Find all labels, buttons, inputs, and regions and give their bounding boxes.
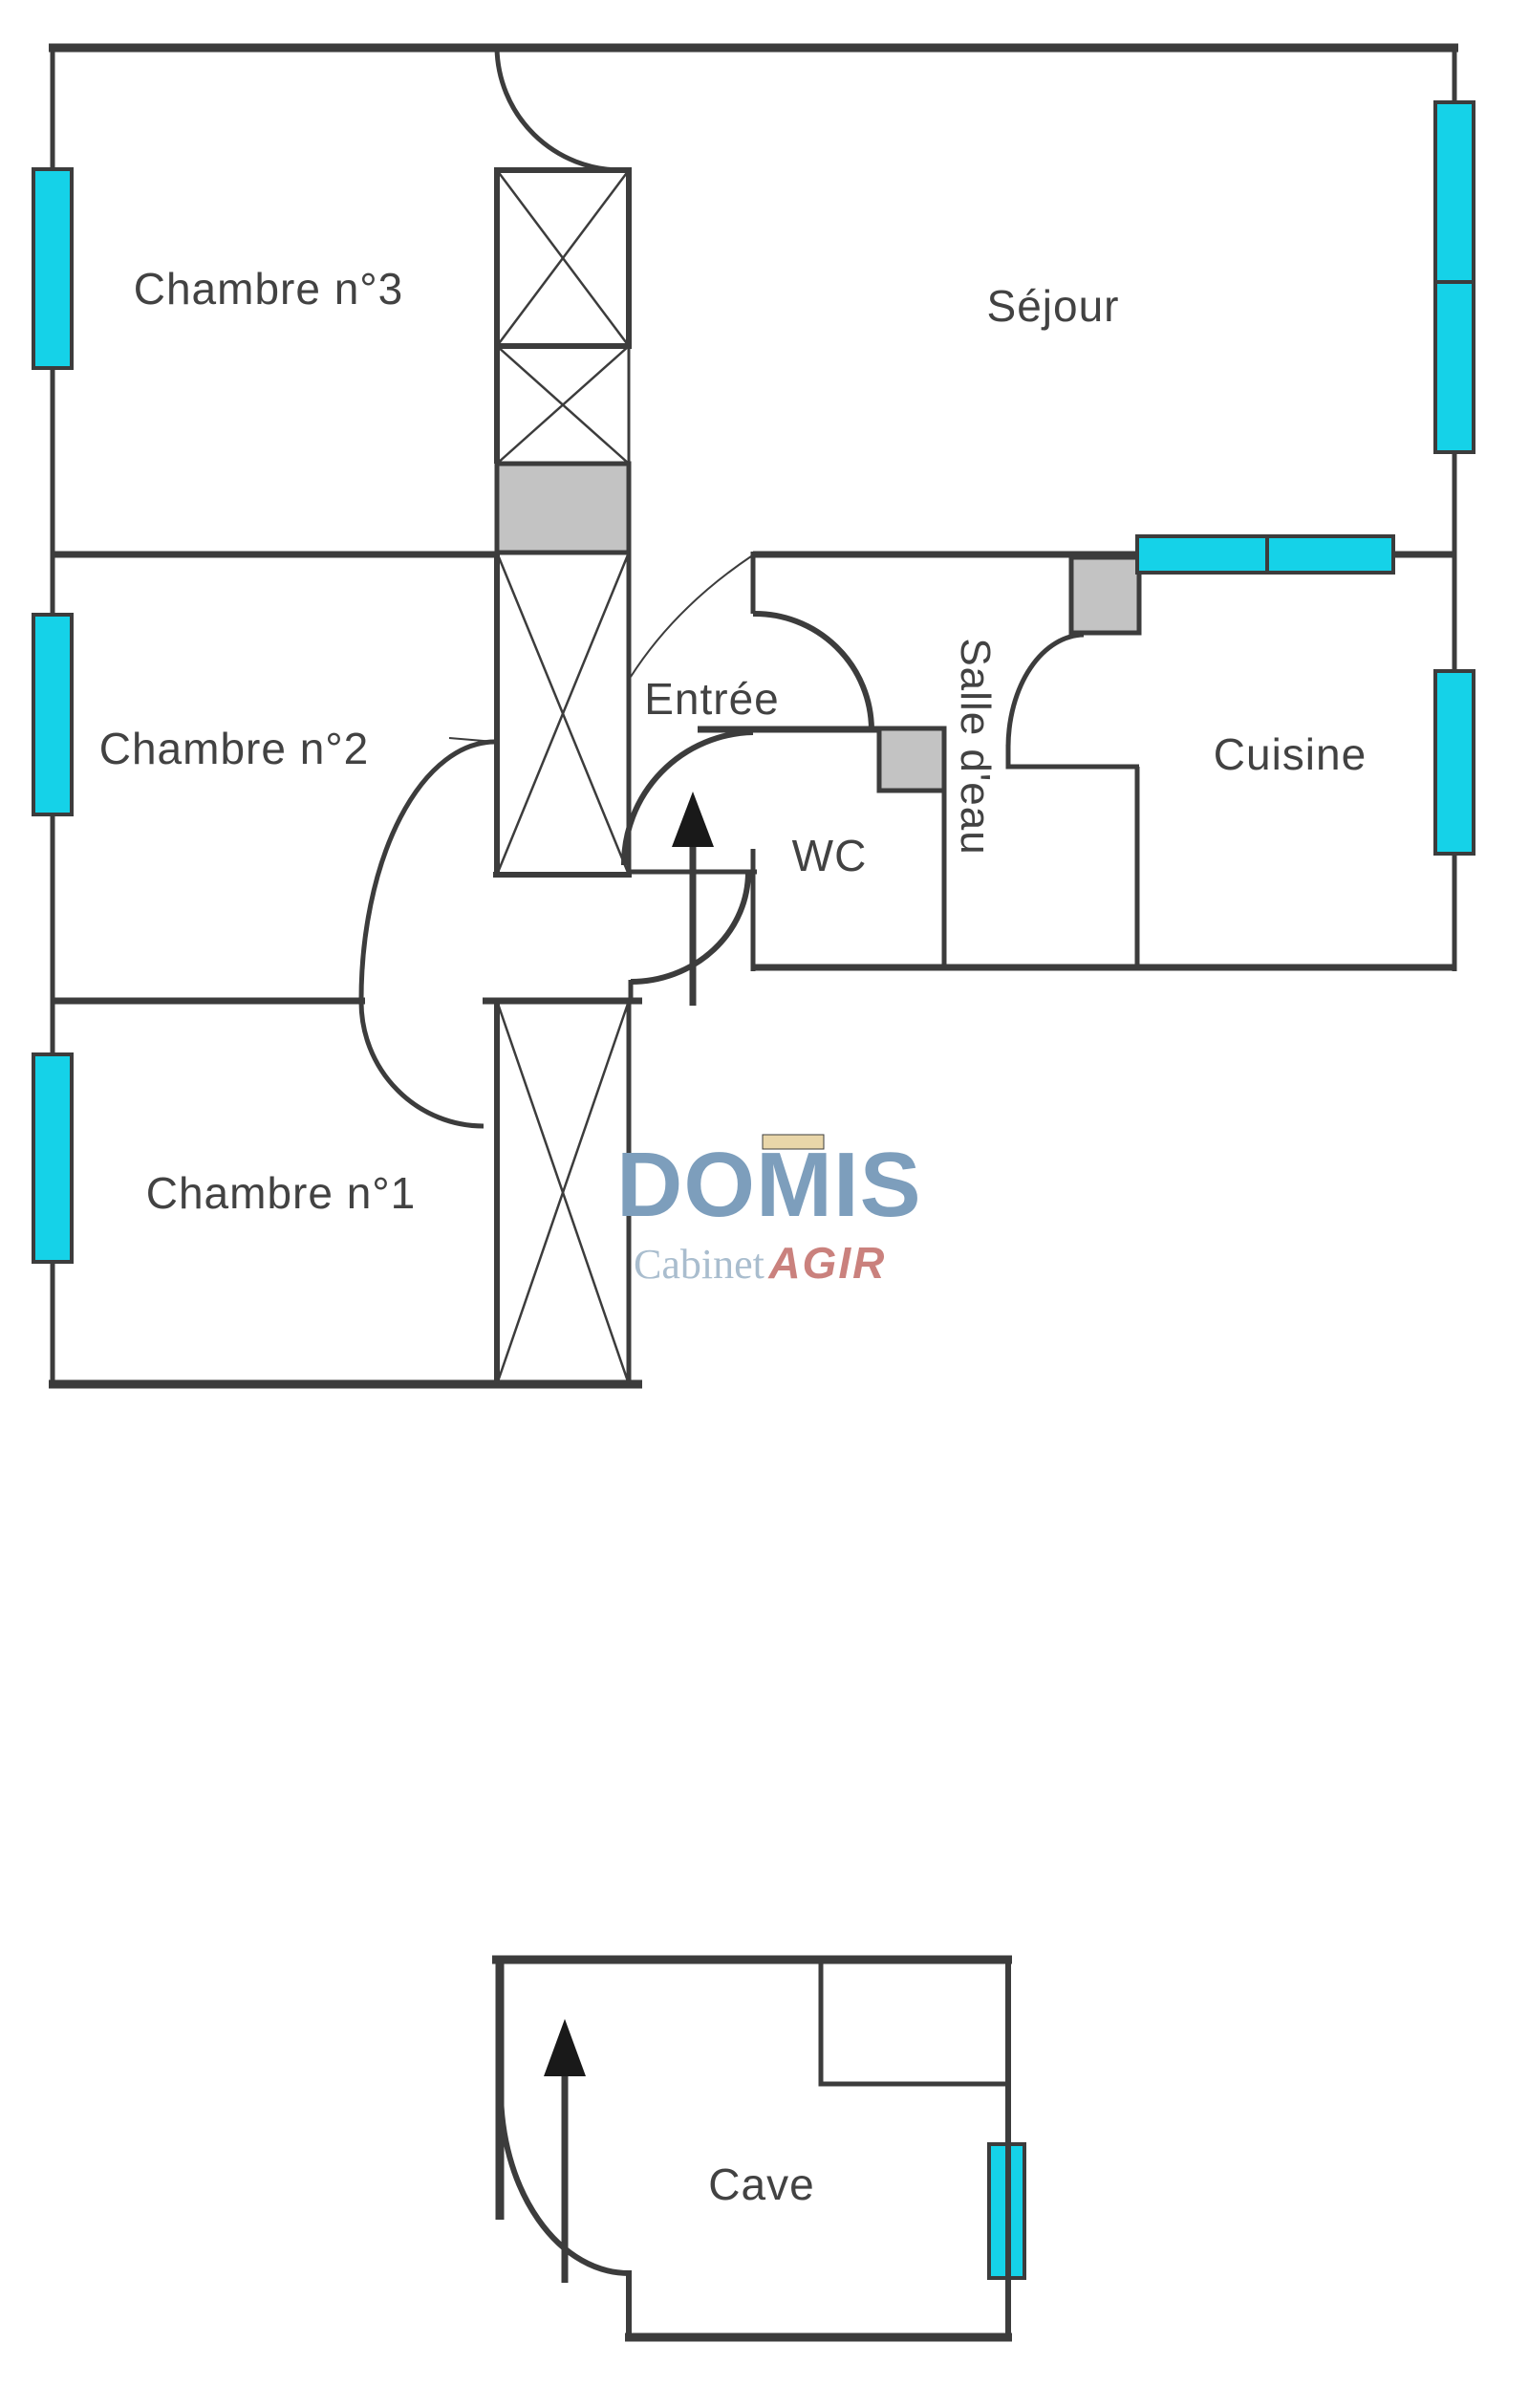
door-arc-entree: [620, 729, 754, 866]
room-label-entree: Entrée: [644, 674, 780, 724]
logo-tagline: Cabinet AGIR: [634, 1237, 941, 1289]
door-arc-cuisine: [1005, 632, 1085, 748]
door-arc-sejour-top: [494, 47, 622, 173]
duct-box-shaft: [494, 461, 632, 555]
door-arc-chambre2: [358, 739, 496, 1001]
door-leaf-sejour: [630, 555, 752, 678]
duct-box-salle-deau: [876, 726, 947, 793]
window-cuisine-top-left: [1135, 534, 1269, 575]
door-arc-salle-deau: [752, 610, 874, 730]
room-label-chambre-2: Chambre n°2: [98, 724, 370, 773]
agency-logo: DOMIS Cabinet AGIR: [616, 1139, 941, 1289]
window-cuisine-right: [1433, 669, 1475, 856]
room-label-cuisine: Cuisine: [1213, 729, 1367, 779]
cave-walls: [492, 1955, 1012, 2342]
window-chambre3: [32, 167, 74, 370]
logo-brand-text: DOMIS: [616, 1134, 922, 1236]
inner-walls: [53, 551, 1454, 1005]
door-arc-chambre1: [358, 1001, 485, 1129]
stairs-up-arrow-cave-icon: [544, 2019, 586, 2283]
logo-tagline-prefix: Cabinet: [634, 1241, 764, 1288]
window-sejour-upper: [1433, 100, 1475, 284]
room-label-chambre-3: Chambre n°3: [133, 264, 404, 314]
room-label-wc: WC: [791, 831, 868, 880]
room-label-cave: Cave: [708, 2159, 815, 2209]
room-label-salle-deau: Salle d'eau: [952, 638, 999, 856]
window-sejour-lower: [1433, 280, 1475, 454]
window-chambre2: [32, 613, 74, 816]
logo-accent-bar: [762, 1134, 825, 1150]
logo-tagline-brand: AGIR: [768, 1238, 887, 1288]
door-arc-cave: [498, 2089, 630, 2276]
window-chambre1: [32, 1052, 74, 1264]
room-label-sejour: Séjour: [986, 281, 1120, 331]
shaft-column: [493, 167, 632, 1385]
window-cuisine-top-right: [1265, 534, 1395, 575]
room-label-chambre-1: Chambre n°1: [145, 1168, 417, 1218]
stairs-up-arrow-icon: [672, 792, 714, 1006]
duct-box-cuisine: [1068, 554, 1142, 636]
door-arc-entry-door: [630, 871, 751, 985]
door-arcs: [358, 47, 1085, 1129]
